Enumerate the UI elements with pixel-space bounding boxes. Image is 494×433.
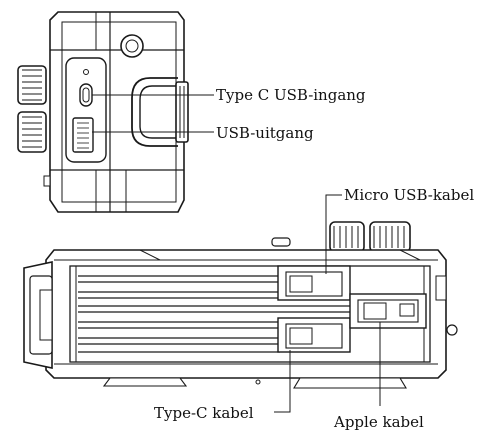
knob-top-left	[329, 221, 365, 253]
side-left-cap	[23, 261, 53, 369]
strap-loop	[131, 77, 178, 147]
leader-type-c-cable	[274, 350, 291, 413]
label-micro-usb-cable: Micro USB-kabel	[344, 186, 474, 204]
side-screw	[446, 324, 458, 336]
knob-lower-left	[17, 111, 47, 153]
cable-runs	[78, 275, 350, 353]
micro-usb-connector	[277, 265, 351, 301]
leader-micro-usb-cable	[325, 194, 342, 274]
knob-upper-left	[17, 65, 47, 105]
label-usb-output: USB-uitgang	[216, 124, 314, 142]
usb-a-port	[72, 117, 94, 153]
label-type-c-cable: Type-C kabel	[154, 404, 254, 422]
knob-top-right	[369, 221, 411, 253]
apple-connector	[349, 293, 427, 329]
device-top-view	[17, 11, 189, 213]
device-side-view	[23, 221, 458, 389]
label-type-c-input: Type C USB-ingang	[216, 86, 366, 104]
type-c-connector	[277, 317, 351, 353]
label-apple-cable: Apple kabel	[333, 413, 424, 431]
